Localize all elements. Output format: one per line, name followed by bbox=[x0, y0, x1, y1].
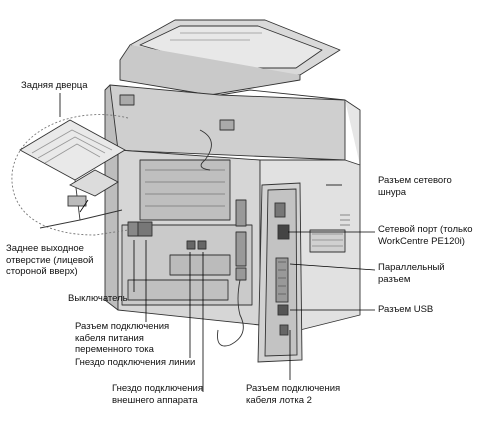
label-ext-jack: Гнездо подключения внешнего аппарата bbox=[112, 383, 203, 406]
power-cord-socket-graphic bbox=[274, 202, 286, 218]
rear-door-panel bbox=[139, 159, 231, 221]
cable bbox=[217, 279, 244, 347]
label-ac-connector: Разъем подключения кабеля питания переме… bbox=[75, 321, 170, 355]
power-switch-graphic bbox=[127, 221, 139, 237]
label-line-jack: Гнездо подключения линии bbox=[75, 357, 196, 368]
ext-jack-graphic bbox=[197, 240, 207, 250]
usb-port-graphic bbox=[277, 304, 289, 316]
label-network-port: Сетевой порт (только WorkCentre PE120i) bbox=[378, 224, 473, 247]
label-parallel: Параллельный разъем bbox=[378, 262, 445, 285]
ac-socket-graphic bbox=[137, 221, 153, 237]
label-power-cord: Разъем сетевого шнура bbox=[378, 175, 452, 198]
label-power-switch: Выключатель bbox=[68, 293, 128, 304]
leader-rear-output bbox=[79, 199, 89, 213]
label-rear-output: Заднее выходное отверстие (лицевой сторо… bbox=[6, 243, 94, 277]
label-usb: Разъем USB bbox=[378, 304, 434, 315]
parallel-port-graphic bbox=[275, 257, 289, 303]
line-jack-graphic bbox=[186, 240, 196, 250]
leader-parallel bbox=[289, 263, 376, 271]
rear-door-inset bbox=[11, 114, 129, 236]
network-port-graphic bbox=[277, 224, 290, 240]
label-tray2-connector: Разъем подключения кабеля лотка 2 bbox=[246, 383, 341, 406]
label-rear-door: Задняя дверца bbox=[21, 80, 88, 91]
ports-inset bbox=[257, 182, 303, 363]
